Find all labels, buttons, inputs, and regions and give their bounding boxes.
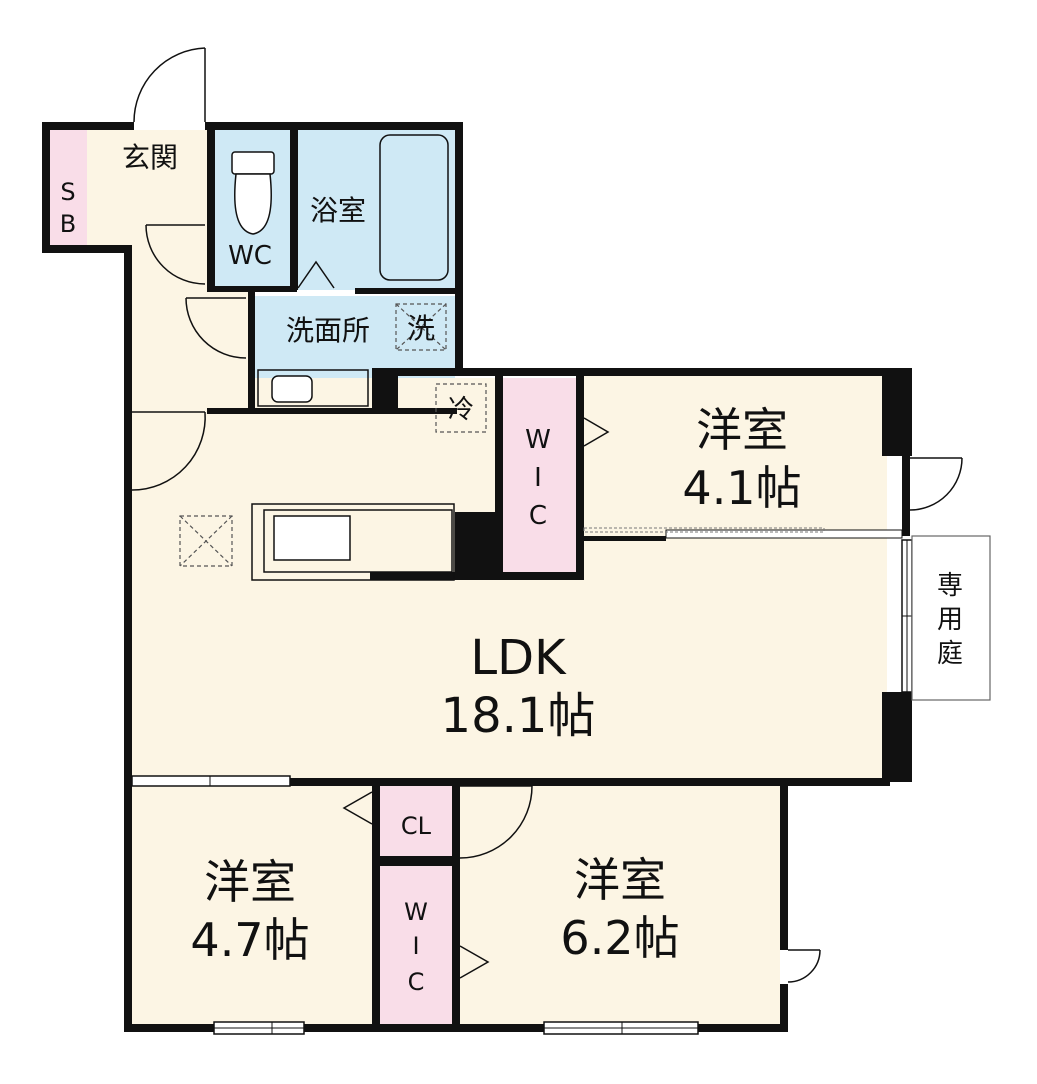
- fridge-label: 冷: [448, 395, 474, 425]
- walls: [42, 122, 912, 1032]
- windows: [131, 527, 913, 1035]
- closet-area: [380, 786, 452, 856]
- wic-bottom-label-i: I: [412, 932, 419, 960]
- western-left-floor: [132, 786, 372, 1024]
- ldk-size: 18.1帖: [441, 688, 596, 744]
- fixtures: [179, 134, 487, 581]
- shoe-box-label-s: S: [60, 178, 75, 206]
- toilet-tank-icon: [231, 151, 275, 175]
- garden-label-3: 庭: [937, 639, 963, 669]
- garden-label-2: 用: [937, 605, 963, 635]
- kitchen-sink-icon: [273, 515, 351, 561]
- doors: [131, 47, 963, 983]
- western-top-name: 洋室: [696, 403, 788, 457]
- closet-label: CL: [401, 812, 432, 840]
- wic-top-label-i: I: [534, 463, 542, 493]
- washer-label: 洗: [407, 312, 435, 345]
- western-top-floor: [584, 376, 884, 531]
- garden-label-1: 専: [937, 571, 963, 601]
- duct-space: [179, 515, 233, 567]
- ldk-name: LDK: [470, 630, 567, 686]
- bathroom-area: [298, 130, 455, 290]
- western-left-size: 4.7帖: [190, 913, 309, 967]
- washer-space: [395, 303, 447, 351]
- bathtub-icon: [379, 134, 449, 281]
- private-garden-area: [911, 535, 991, 701]
- bathroom-label: 浴室: [310, 194, 366, 227]
- toilet-label: WC: [228, 241, 272, 271]
- shoe-box-label-b: B: [60, 210, 76, 238]
- wic-top-area: [503, 378, 576, 572]
- western-left-name: 洋室: [204, 855, 296, 909]
- washroom-label: 洗面所: [286, 314, 370, 347]
- entrance-label: 玄関: [122, 141, 178, 174]
- western-right-floor: [460, 786, 780, 1024]
- wic-top-label-w: W: [525, 425, 551, 455]
- toilet-bowl-icon: [234, 173, 272, 235]
- shoe-box-area: [50, 130, 87, 245]
- kitchen-counter: [251, 503, 455, 581]
- kitchen-unit: [263, 509, 453, 573]
- wic-top-label-c: C: [529, 501, 547, 531]
- fridge-space: [435, 383, 487, 433]
- wic-bottom-label-c: C: [408, 968, 425, 996]
- washbasin-icon: [271, 375, 313, 403]
- western-top-size: 4.1帖: [682, 461, 801, 515]
- wic-bottom-label-w: W: [404, 898, 428, 926]
- wic-bottom-area: [380, 866, 452, 1024]
- western-right-size: 6.2帖: [560, 911, 679, 965]
- western-right-name: 洋室: [574, 853, 666, 907]
- washbasin-counter: [257, 369, 369, 407]
